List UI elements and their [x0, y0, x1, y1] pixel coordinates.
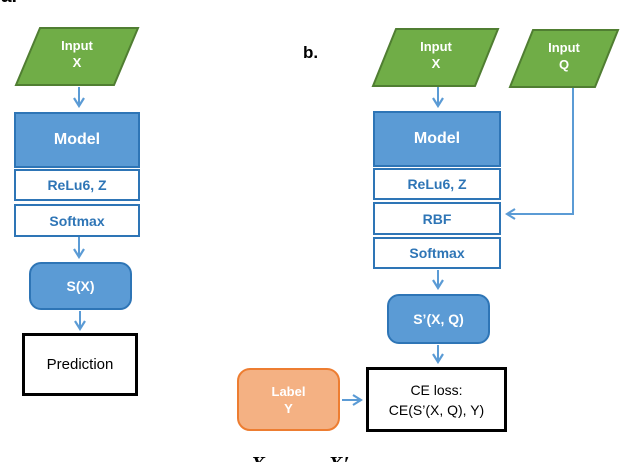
- ce-loss-box-b: CE loss: CE(S’(X, Q), Y): [366, 367, 507, 432]
- figure-label-b: b.: [303, 43, 319, 62]
- figure-label-a: a.: [1, 0, 17, 8]
- input-q-label-b: Input Q: [548, 40, 580, 72]
- softmax-row-a: Softmax: [14, 204, 140, 237]
- score-box-b: S’(X, Q): [387, 294, 490, 344]
- label-y-box-b: Label Y: [237, 368, 340, 431]
- input-x-label-b: Input X: [420, 39, 452, 71]
- model-box-a: Model: [14, 112, 140, 168]
- rbf-row-b: RBF: [373, 202, 501, 235]
- relu-row-a: ReLu6, Z: [14, 169, 140, 201]
- score-box-a: S(X): [29, 262, 132, 310]
- input-x-label-a: Input X: [61, 38, 93, 70]
- caption-fragment: X → X′: [251, 452, 350, 462]
- model-box-b: Model: [373, 111, 501, 167]
- arrow-inputq-to-rbf-b: [507, 88, 574, 214]
- prediction-box-a: Prediction: [22, 333, 138, 396]
- relu-row-b: ReLu6, Z: [373, 168, 501, 200]
- softmax-row-b: Softmax: [373, 237, 501, 269]
